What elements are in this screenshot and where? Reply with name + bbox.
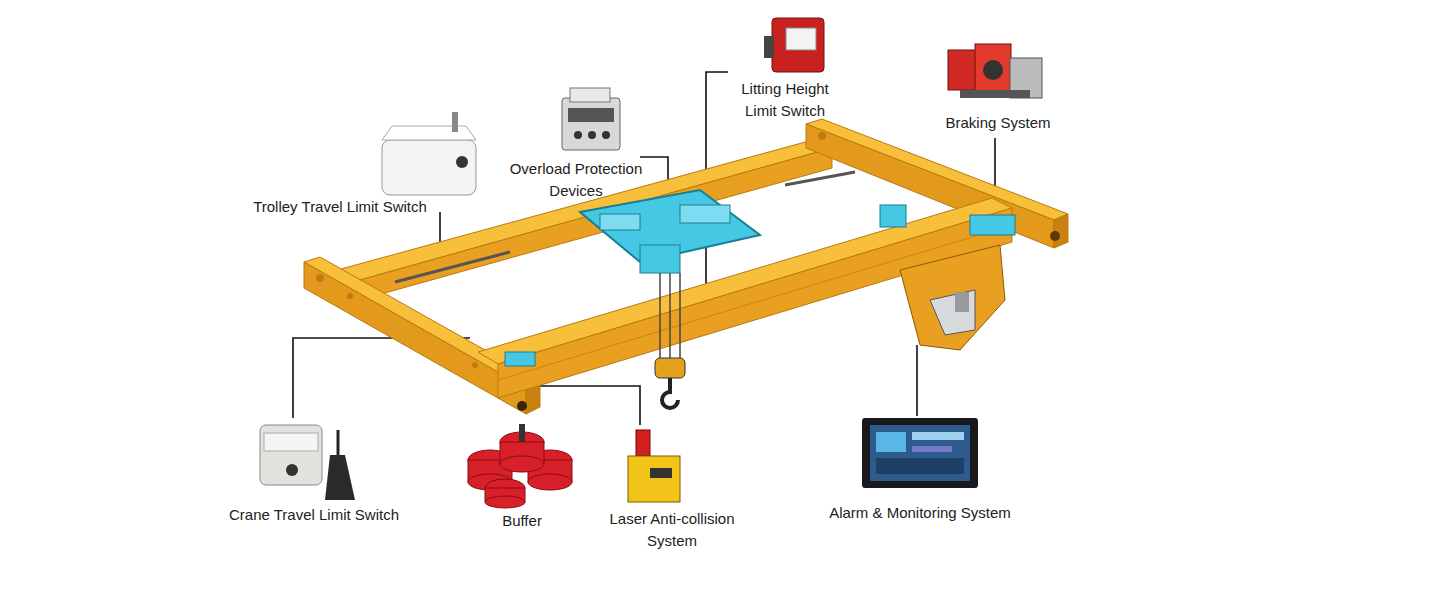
overload-device-icon: [562, 88, 620, 150]
callout-label: Litting Height Limit Switch: [725, 78, 845, 122]
trolley: [395, 172, 1015, 408]
callout-label: Overload Protection Devices: [501, 158, 651, 202]
callout-label: Laser Anti-collision System: [607, 508, 737, 552]
height-limit-switch-icon: [764, 18, 824, 72]
monitor-icon: [862, 418, 978, 488]
trolley-limit-switch-icon: [382, 112, 476, 195]
callout-label: Trolley Travel Limit Switch: [220, 196, 460, 218]
buffer-icon: [468, 424, 572, 508]
crane-limit-switch-icon: [260, 425, 355, 500]
brake-icon: [948, 44, 1042, 98]
callout-label: Crane Travel Limit Switch: [204, 504, 424, 526]
callout-label: Alarm & Monitoring System: [800, 502, 1040, 524]
callout-label: Braking System: [918, 112, 1078, 134]
callout-label: Buffer: [462, 510, 582, 532]
laser-device-icon: [628, 430, 680, 502]
crane-frame: [304, 119, 1068, 414]
